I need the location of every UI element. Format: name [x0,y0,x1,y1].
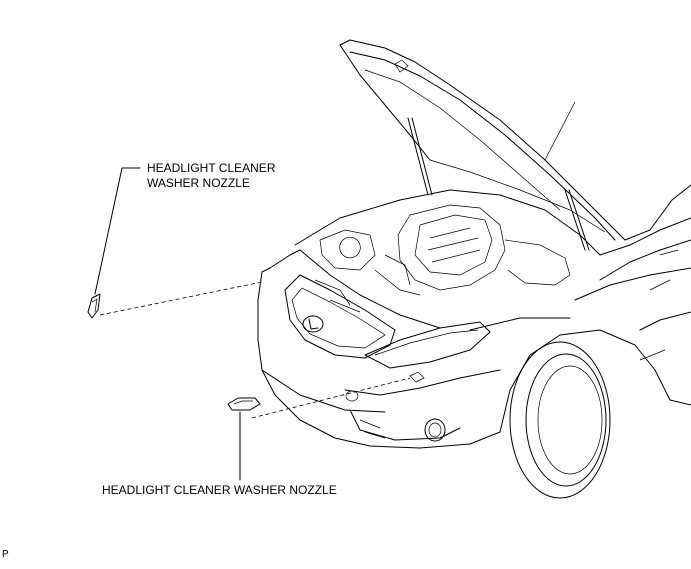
upper-nozzle-label: HEADLIGHT CLEANER WASHER NOZZLE [147,161,275,191]
upper-nozzle-label-line1: HEADLIGHT CLEANER [147,161,276,175]
lower-nozzle-label: HEADLIGHT CLEANER WASHER NOZZLE [102,483,337,497]
upper-washer-nozzle-part [87,167,263,319]
car-body [257,184,691,449]
grille [284,274,396,359]
corner-mark: P [2,549,9,560]
hood-struts [407,117,590,251]
open-hood [339,39,626,241]
side-body [639,249,691,406]
front-bumper [261,369,501,442]
lower-washer-nozzle-part [227,377,411,481]
headlight [364,321,491,369]
front-wheel [499,329,656,499]
engine-bay [294,189,601,329]
upper-nozzle-label-line2: WASHER NOZZLE [147,176,250,190]
